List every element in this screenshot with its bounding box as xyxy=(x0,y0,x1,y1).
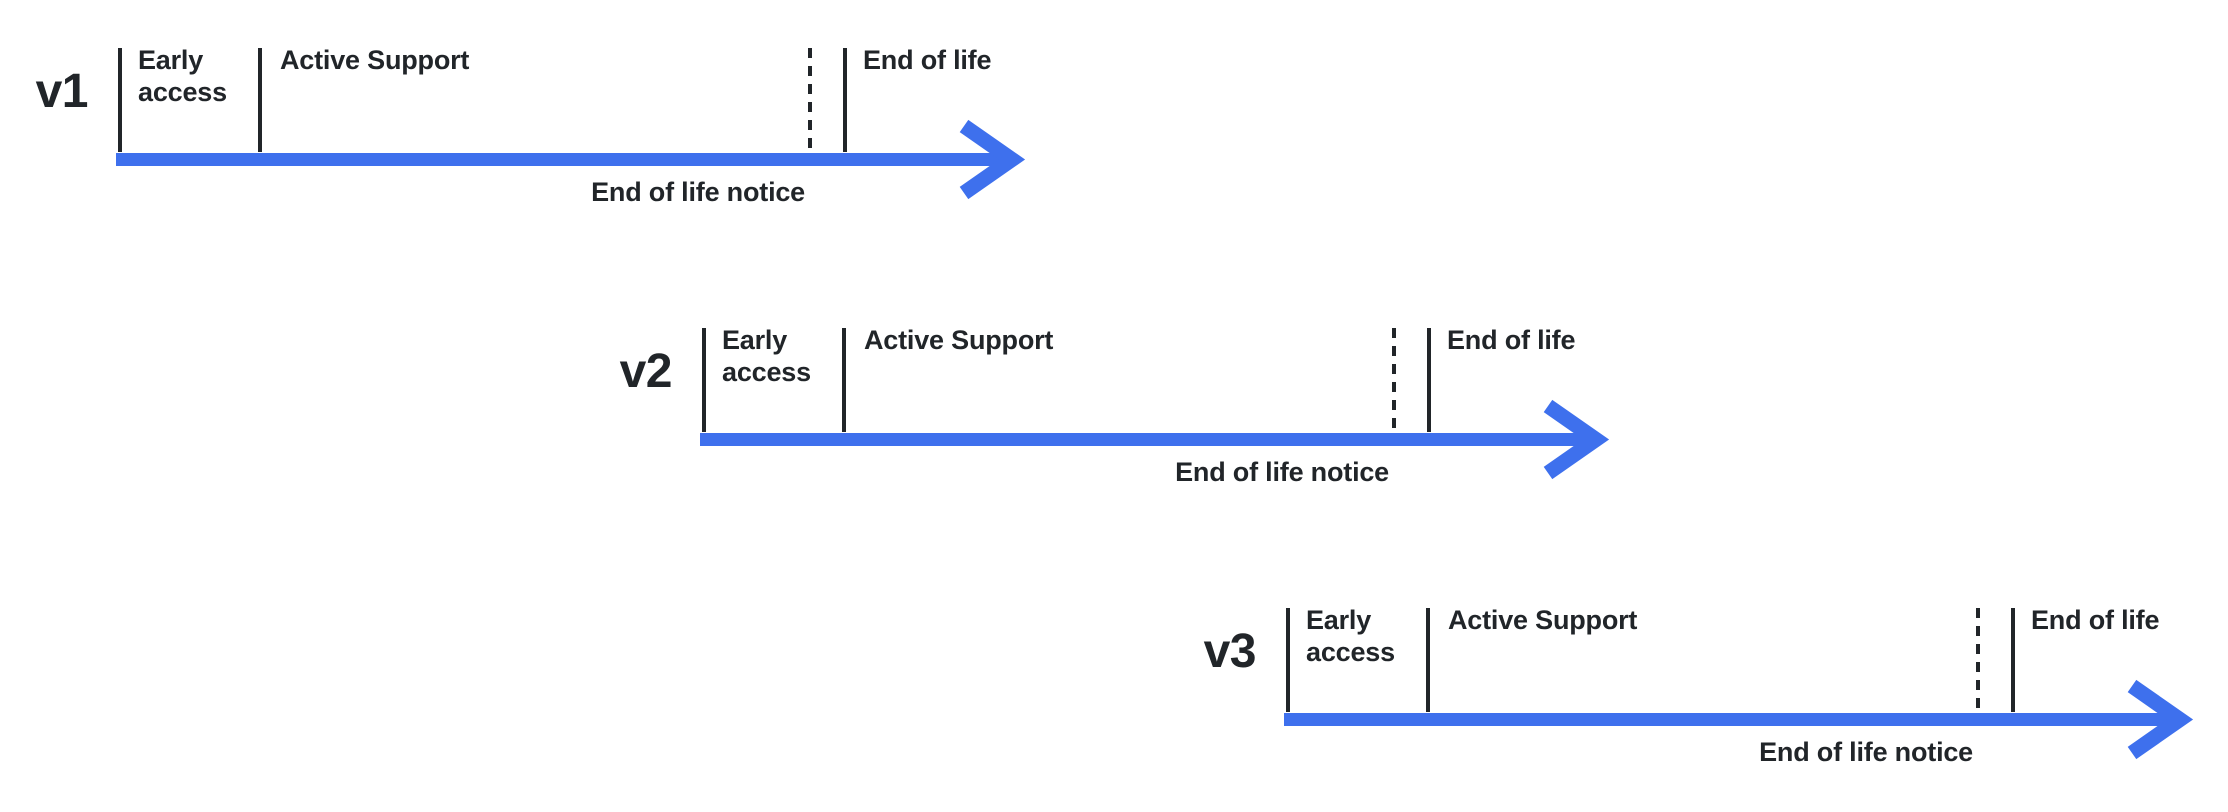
end-of-life-start-tick xyxy=(1427,328,1431,432)
timeline-arrow xyxy=(700,399,1610,480)
timeline-v2: v2 Early access Active Support End of li… xyxy=(584,280,1684,520)
early-access-label: Early access xyxy=(138,45,227,107)
end-of-life-notice-label: End of life notice xyxy=(591,177,805,207)
early-access-start-tick xyxy=(1286,608,1290,712)
active-support-label: Active Support xyxy=(864,325,1054,355)
active-support-start-tick xyxy=(842,328,846,432)
eol-notice-dashed-tick xyxy=(1392,328,1396,432)
active-support-label: Active Support xyxy=(280,45,470,75)
active-support-start-tick xyxy=(1426,608,1430,712)
end-of-life-notice-label: End of life notice xyxy=(1175,457,1389,487)
end-of-life-start-tick xyxy=(843,48,847,152)
early-access-label: Early access xyxy=(722,325,811,387)
version-label: v2 xyxy=(619,345,673,398)
end-of-life-label: End of life xyxy=(1447,325,1576,355)
early-access-start-tick xyxy=(118,48,122,152)
timeline-arrow xyxy=(1284,679,2194,760)
version-label: v1 xyxy=(35,65,89,118)
timeline-v1: v1 Early access Active Support End of li… xyxy=(0,0,1100,240)
end-of-life-start-tick xyxy=(2011,608,2015,712)
early-access-start-tick xyxy=(702,328,706,432)
end-of-life-label: End of life xyxy=(2031,605,2160,635)
eol-notice-dashed-tick xyxy=(808,48,812,152)
active-support-start-tick xyxy=(258,48,262,152)
version-label: v3 xyxy=(1203,625,1257,678)
timeline-v3: v3 Early access Active Support End of li… xyxy=(1168,560,2228,800)
timeline-arrow xyxy=(116,119,1026,200)
early-access-label: Early access xyxy=(1306,605,1395,667)
end-of-life-notice-label: End of life notice xyxy=(1759,737,1973,767)
active-support-label: Active Support xyxy=(1448,605,1638,635)
end-of-life-label: End of life xyxy=(863,45,992,75)
eol-notice-dashed-tick xyxy=(1976,608,1980,712)
